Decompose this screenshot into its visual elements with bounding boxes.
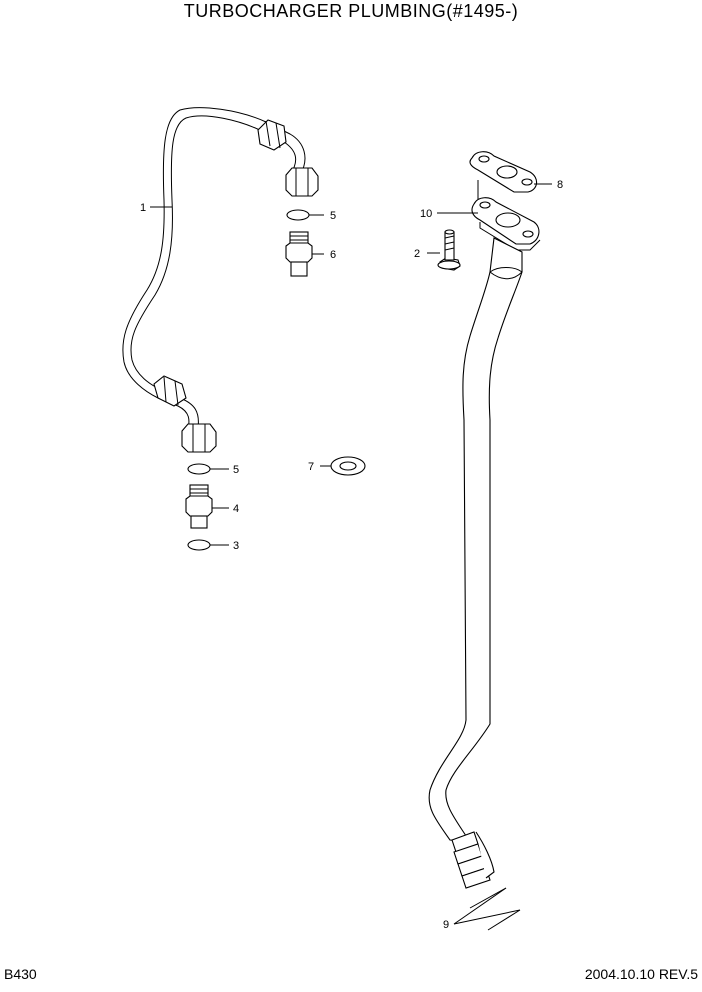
washer-part-7 [330,456,366,476]
connector-part-6 [285,231,313,277]
callout-10: 10 [420,208,432,220]
flange-part-10 [471,197,541,251]
pipe-part-1 [122,107,319,453]
bolt-part-2 [437,229,461,271]
callout-5-lower: 5 [233,464,239,476]
gasket-part-8 [469,151,538,193]
callout-5-upper: 5 [330,210,336,222]
o-ring-part-5-lower [187,463,211,475]
o-ring-part-5-upper [286,209,310,221]
drain-pipe-part-9 [428,237,523,889]
callout-4: 4 [233,503,239,515]
diagram-title: TURBOCHARGER PLUMBING(#1495-) [183,1,519,21]
revision-date: 2004.10.10 REV.5 [584,966,698,982]
callout-2: 2 [414,248,420,260]
callout-7: 7 [308,461,314,473]
callout-9: 9 [443,919,449,931]
callout-1: 1 [140,202,146,214]
callout-6: 6 [330,249,336,261]
page-code: B430 [4,966,37,982]
callout-8: 8 [557,179,563,191]
connector-part-4 [185,484,213,529]
callout-3: 3 [233,540,239,552]
o-ring-part-3 [187,539,211,551]
